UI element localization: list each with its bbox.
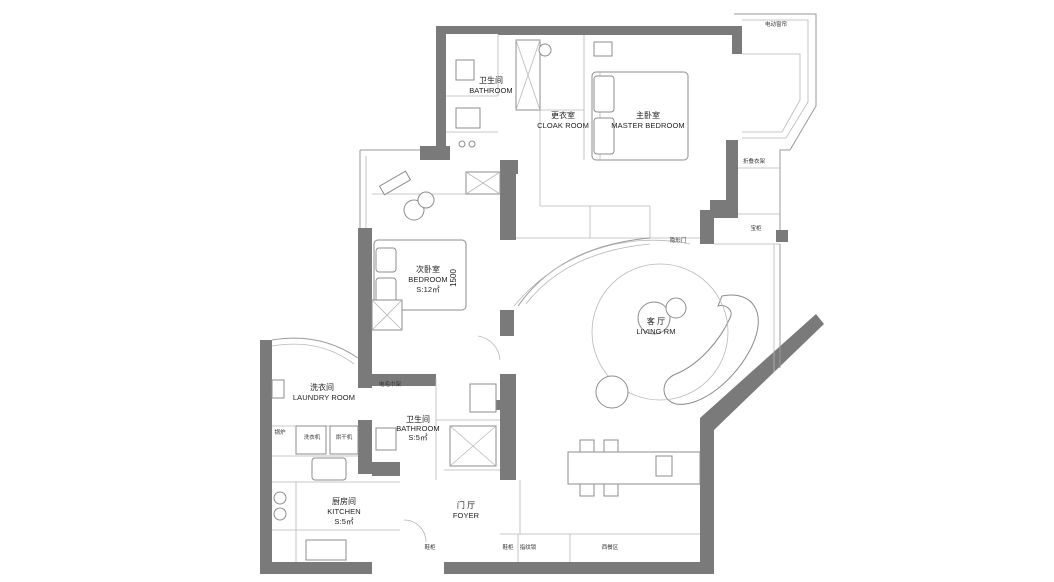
boiler-label: 锅炉 (274, 428, 286, 436)
living-sofa (663, 294, 759, 405)
living-room-cn: 客 厅 (647, 316, 665, 326)
second-bedroom-cn: 次卧室 (416, 264, 440, 274)
master-bed (591, 71, 689, 161)
room-outlines (271, 13, 817, 562)
laundry-room-en: LAUNDRY ROOM (293, 393, 355, 402)
safe-label: 宝柜 (750, 224, 762, 232)
folding-rack-label: 折叠衣架 (743, 157, 766, 165)
second-bed (373, 239, 467, 311)
cabinet-label: 鞋柜 (424, 543, 436, 551)
laundry-room-cn: 洗衣间 (310, 382, 334, 392)
washer-label: 洗衣机 (304, 433, 321, 441)
western-kitchen-label: 西餐区 (602, 543, 619, 551)
towel-rack-label: 电毛巾架 (379, 380, 402, 388)
bathroom-mid-area: S:5㎡ (408, 433, 428, 442)
bathroom-top-en: BATHROOM (469, 86, 513, 95)
bathroom-mid-cn: 卫生间 (406, 414, 430, 424)
foyer-en: FOYER (453, 511, 480, 520)
bathroom-top-cn: 卫生间 (479, 75, 503, 85)
kitchen-en: KITCHEN (327, 507, 361, 516)
master-bedroom-cn: 主卧室 (636, 110, 660, 120)
dryer-label: 烘干机 (336, 433, 353, 441)
kitchen-area: S:5㎡ (334, 517, 354, 526)
curtain-label: 电动窗帘 (765, 20, 788, 28)
kitchen-cn: 厨房间 (332, 496, 356, 506)
furniture (271, 39, 759, 561)
annotations: 电动窗帘 折叠衣架 宝柜 隐形门 电毛巾架 洗衣机 烘干机 锅炉 鞋柜 鞋柜 指… (274, 20, 787, 551)
second-bedroom-area: S:12㎡ (416, 285, 440, 294)
shoe-cabinet-label: 鞋柜 (502, 543, 514, 551)
fingerprint-lock-label: 指纹锁 (520, 543, 537, 551)
master-bedroom-en: MASTER BEDROOM (611, 121, 685, 130)
walls (260, 26, 824, 574)
hidden-door-label: 隐形门 (670, 236, 687, 244)
living-room-en: LIVING RM (636, 327, 675, 336)
cloak-room-cn: 更衣室 (551, 110, 575, 120)
bathroom-mid-en: BATHROOM (396, 424, 440, 433)
foyer-cn: 门 厅 (457, 500, 475, 510)
cloak-room-en: CLOAK ROOM (537, 121, 589, 130)
dining-table (567, 451, 701, 485)
second-bedroom-en: BEDROOM (408, 275, 447, 284)
room-labels: 卫生间 BATHROOM 更衣室 CLOAK ROOM 主卧室 MASTER B… (293, 75, 685, 526)
bedroom-dimension: 1500 (449, 269, 458, 287)
